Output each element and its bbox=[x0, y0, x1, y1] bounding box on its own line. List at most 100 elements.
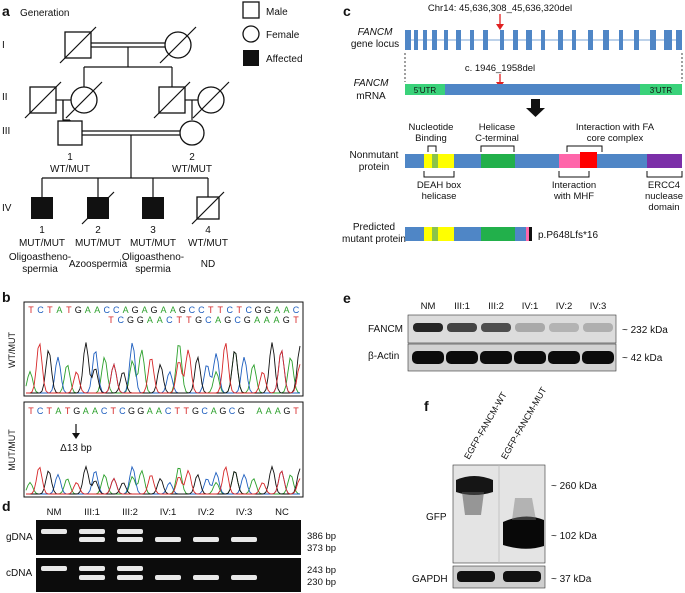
exon bbox=[650, 30, 656, 50]
bracket bbox=[480, 145, 515, 152]
bracket bbox=[566, 145, 603, 152]
domain-label: Interaction bbox=[552, 180, 596, 191]
base-letter: G bbox=[219, 406, 226, 416]
base-letter: C bbox=[189, 305, 196, 315]
gel-band bbox=[117, 566, 143, 571]
legend-male-symbol bbox=[242, 1, 260, 19]
base-letter: G bbox=[137, 406, 144, 416]
gel-lane-label: NM bbox=[47, 507, 62, 518]
row-label-gdna: gDNA bbox=[6, 532, 33, 543]
gen-label-iii: III bbox=[2, 126, 10, 137]
size-386: 386 bp bbox=[307, 531, 336, 542]
mrna-sublabel: mRNA bbox=[356, 91, 386, 102]
base-letter: A bbox=[156, 406, 162, 416]
gel-band bbox=[193, 575, 219, 580]
base-letter: T bbox=[47, 406, 53, 416]
gel-lane-label: IV:2 bbox=[198, 507, 215, 518]
domain-label: Binding bbox=[415, 133, 447, 144]
trace-bottom bbox=[25, 465, 301, 495]
base-letter: C bbox=[37, 406, 44, 416]
mrna-label: FANCM bbox=[354, 78, 389, 89]
pedigree-iv1-affected-male bbox=[31, 197, 53, 219]
base-letter: A bbox=[83, 406, 89, 416]
base-letter: A bbox=[56, 305, 62, 315]
iv3-genotype: MUT/MUT bbox=[130, 238, 176, 249]
pedigree-iii2-female bbox=[179, 120, 205, 146]
domain-label: domain bbox=[648, 202, 679, 213]
domain-label: helicase bbox=[422, 191, 457, 202]
locus-coordinate: Chr14: 45,636,308_45,636,320del bbox=[428, 3, 572, 14]
base-letter: A bbox=[160, 305, 166, 315]
base-letter: T bbox=[293, 406, 299, 416]
gel-lane-label: IV:1 bbox=[160, 507, 177, 518]
legend-female-symbol bbox=[242, 25, 260, 43]
nonmutant-protein-bar bbox=[405, 154, 682, 168]
deceased-slash bbox=[153, 81, 191, 119]
exon bbox=[526, 30, 532, 50]
iv4-phenotype: ND bbox=[201, 259, 215, 270]
deceased-slash bbox=[59, 26, 97, 64]
size-37kda: ~ 37 kDa bbox=[551, 574, 592, 585]
gel-lane-label: IV:3 bbox=[236, 507, 253, 518]
predicted-label: Predicted bbox=[353, 222, 395, 233]
trace-line bbox=[26, 465, 301, 495]
gel-lane-label: III:1 bbox=[84, 507, 100, 518]
domain-deah-yellow bbox=[438, 154, 454, 168]
base-letter: G bbox=[127, 315, 134, 325]
base-letter: A bbox=[264, 315, 270, 325]
exon bbox=[483, 30, 488, 50]
base-letter: G bbox=[150, 305, 157, 315]
deceased-slash bbox=[65, 81, 103, 119]
exon bbox=[423, 30, 427, 50]
gel-band bbox=[79, 575, 105, 580]
base-letter: A bbox=[170, 305, 176, 315]
base-letter: G bbox=[255, 305, 262, 315]
iv2-genotype: MUT/MUT bbox=[75, 238, 121, 249]
band-gapdh-wt bbox=[457, 571, 495, 582]
base-letter: T bbox=[66, 305, 72, 315]
size-102kda: ~ 102 kDa bbox=[551, 531, 597, 542]
domain-nucleotide-binding bbox=[432, 154, 438, 168]
exon bbox=[558, 30, 563, 50]
base-letter: A bbox=[275, 406, 281, 416]
exon bbox=[603, 30, 609, 50]
base-letter: A bbox=[142, 305, 148, 315]
base-letter: A bbox=[254, 315, 260, 325]
domain-label: Interaction with FA bbox=[576, 122, 655, 133]
legend-affected-label: Affected bbox=[266, 54, 303, 65]
row-label-gfp: GFP bbox=[426, 512, 447, 523]
domain-label: C-terminal bbox=[475, 133, 519, 144]
base-letter: G bbox=[283, 315, 290, 325]
chromatogram-bottom-frame bbox=[23, 401, 304, 498]
base-letter: G bbox=[73, 406, 80, 416]
size-243: 243 bp bbox=[307, 565, 336, 576]
blot-bands bbox=[412, 323, 614, 364]
nonmutant-label-2: protein bbox=[359, 162, 390, 173]
blot-lane-label: III:1 bbox=[454, 301, 470, 312]
base-letter: A bbox=[157, 315, 163, 325]
row-label-fancm: FANCM bbox=[368, 324, 403, 335]
iii1-genotype: WT/MUT bbox=[50, 164, 90, 175]
gel-band bbox=[41, 566, 67, 571]
domain-label: DEAH box bbox=[417, 180, 462, 191]
utr3-label: 3'UTR bbox=[650, 86, 673, 95]
deceased-slash bbox=[24, 81, 62, 119]
blot-band-fancm bbox=[549, 323, 579, 332]
base-letter: G bbox=[75, 305, 82, 315]
domain-deah-yellow bbox=[438, 227, 454, 241]
iv2-phenotype: Azoospermia bbox=[69, 259, 128, 270]
iv1-number: 1 bbox=[39, 225, 45, 236]
deceased-slash bbox=[191, 191, 225, 225]
panel-label-b: b bbox=[2, 289, 11, 305]
base-letter: A bbox=[211, 406, 217, 416]
iii2-number: 2 bbox=[189, 152, 195, 163]
mrna-bar bbox=[405, 84, 682, 95]
deceased-slash bbox=[81, 191, 115, 225]
blot-band-fancm bbox=[515, 323, 545, 332]
base-letter: A bbox=[147, 315, 153, 325]
base-letter: A bbox=[215, 315, 221, 325]
blot-lane-label: IV:3 bbox=[590, 301, 607, 312]
